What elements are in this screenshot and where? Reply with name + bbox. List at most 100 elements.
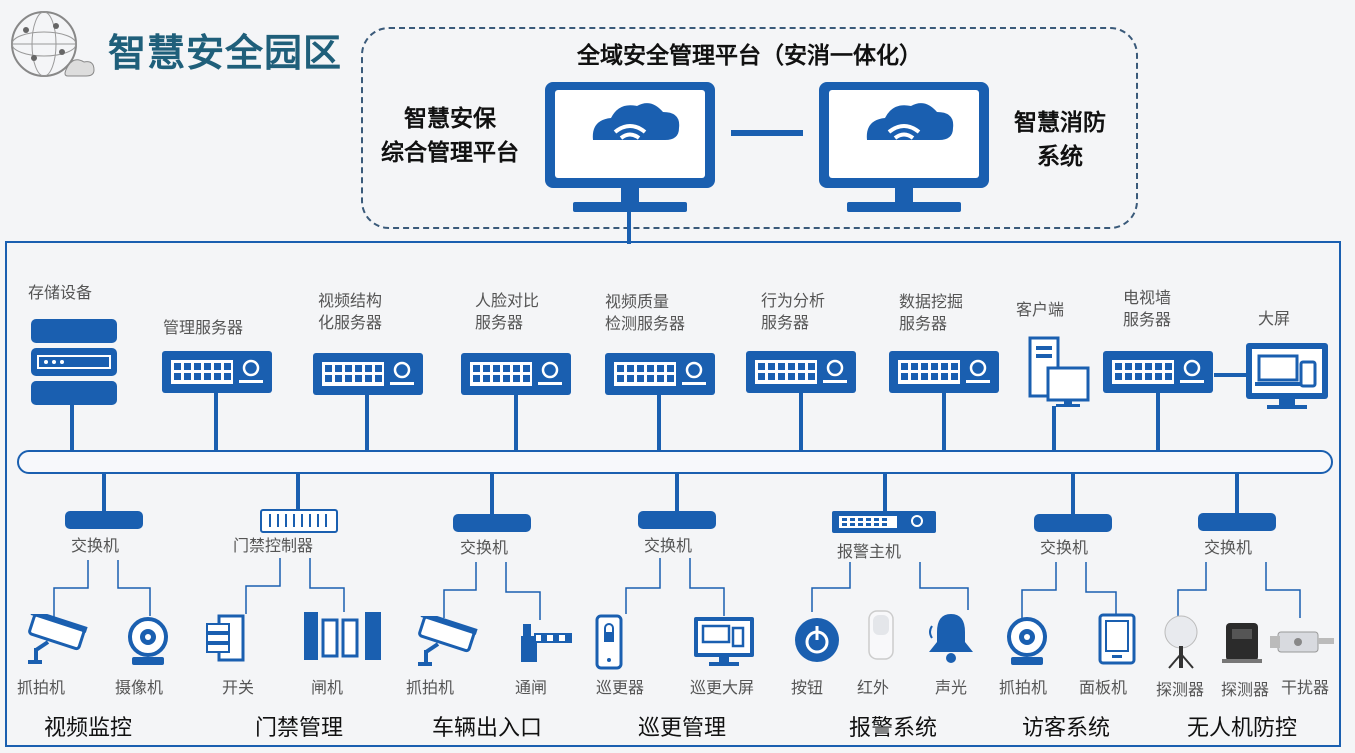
- turnstile-gate-icon: [303, 610, 383, 662]
- video-struct-server-icon: [312, 352, 424, 396]
- platform-title: 全域安全管理平台（安消一体化）: [577, 43, 922, 69]
- gate-door-label: 闸机: [311, 678, 344, 697]
- switch1-bus-line: [102, 474, 106, 514]
- door-controller-icon: [260, 509, 338, 533]
- client-label: 客户端: [1016, 300, 1065, 319]
- platform-group: [361, 27, 1138, 229]
- fire-system-label-line2: 系统: [1037, 144, 1083, 170]
- door-ctrl-bus-line: [296, 474, 300, 512]
- mining-server-icon: [888, 350, 1000, 394]
- video-struct-server-label: 视频结构 化服务器: [318, 290, 382, 334]
- bigscreen-monitor-icon: [1245, 342, 1329, 410]
- switch-1-label: 交换机: [71, 536, 120, 555]
- video-struct-label-line1: 视频结构: [318, 291, 383, 310]
- behavior-bus-line: [799, 393, 803, 451]
- snap-camera-3-label: 抓拍机: [999, 678, 1048, 697]
- mining-label-line1: 数据挖掘: [899, 292, 964, 311]
- security-platform-monitor-icon: [543, 80, 718, 215]
- switch3-bus-line: [675, 474, 679, 514]
- jammer-device-icon: [1268, 624, 1336, 660]
- switch-1-icon: [65, 511, 143, 529]
- tvwall-server-icon: [1102, 350, 1214, 394]
- tvwall-label-line2: 服务器: [1123, 310, 1172, 329]
- alarm-host-icon: [831, 510, 937, 534]
- detector-1-label: 探测器: [1156, 680, 1205, 699]
- sound-light-label: 声光: [935, 678, 968, 697]
- barrier-gate-icon: [517, 618, 573, 664]
- platform-link-line: [731, 130, 803, 136]
- mgmt-server-icon: [161, 350, 273, 394]
- switch-4-icon: [1034, 514, 1112, 532]
- button-label: 按钮: [791, 678, 824, 697]
- mining-bus-line: [942, 393, 946, 451]
- page-title: 智慧安全园区: [108, 31, 343, 75]
- dome-camera-icon: [126, 615, 170, 667]
- tvwall-bus-line: [1156, 393, 1160, 451]
- snap-camera-1-label: 抓拍机: [17, 678, 66, 697]
- fire-system-monitor-icon: [817, 80, 992, 215]
- client-bus-line: [1052, 406, 1056, 451]
- drone-detector-1-icon: [1163, 614, 1199, 670]
- video-struct-label-line2: 化服务器: [318, 313, 383, 332]
- tvwall-server-label: 电视墙 服务器: [1123, 287, 1171, 331]
- behavior-server-icon: [745, 350, 857, 394]
- patrol-screen-label: 巡更大屏: [690, 678, 755, 697]
- quality-label-line2: 检测服务器: [605, 314, 686, 333]
- platform-uplink-line: [627, 212, 631, 244]
- detector-2-label: 探测器: [1221, 680, 1270, 699]
- behavior-server-label: 行为分析 服务器: [761, 290, 825, 334]
- alarm-button-icon: [793, 616, 841, 664]
- mgmt-bus-line: [214, 393, 218, 451]
- patrol-device-icon: [595, 614, 623, 670]
- panel-device-icon: [1098, 613, 1136, 665]
- face-label-line2: 服务器: [475, 313, 524, 332]
- switch-4-label: 交换机: [1040, 538, 1089, 557]
- snap-camera-3-icon: [1005, 615, 1049, 667]
- snap-camera-2-label: 抓拍机: [406, 678, 455, 697]
- bigscreen-label: 大屏: [1258, 309, 1291, 328]
- switch-2-label: 交换机: [460, 538, 509, 557]
- mgmt-server-label: 管理服务器: [163, 318, 244, 337]
- switch5-bus-line: [1235, 474, 1239, 514]
- switch-3-icon: [638, 511, 716, 529]
- security-platform-label: 智慧安保 综合管理平台: [370, 102, 530, 170]
- category-drone: 无人机防控: [1187, 716, 1298, 741]
- switch-panel-icon: [205, 614, 245, 662]
- switch-2-icon: [453, 514, 531, 532]
- switch-3-label: 交换机: [644, 536, 693, 555]
- alarm-host-label: 报警主机: [837, 542, 902, 561]
- infrared-label: 红外: [857, 678, 890, 697]
- mining-label-line2: 服务器: [899, 314, 948, 333]
- patrol-label: 巡更器: [596, 678, 645, 697]
- category-access: 门禁管理: [255, 716, 344, 741]
- door-controller-label: 门禁控制器: [233, 536, 314, 555]
- switch-5-icon: [1198, 513, 1276, 531]
- storage-bus-line: [70, 405, 74, 451]
- security-platform-label-line2: 综合管理平台: [381, 140, 519, 166]
- storage-device-icon: [30, 318, 118, 406]
- fire-system-label: 智慧消防 系统: [1000, 106, 1120, 174]
- jammer-label: 干扰器: [1281, 678, 1330, 697]
- network-bus: [17, 450, 1333, 474]
- mining-server-label: 数据挖掘 服务器: [899, 291, 963, 335]
- switch4-bus-line: [1071, 474, 1075, 516]
- category-alarm: 报警系统: [849, 716, 938, 741]
- client-computer-icon: [1028, 336, 1092, 408]
- camera-label: 摄像机: [115, 678, 164, 697]
- sound-light-alarm-icon: [926, 610, 976, 664]
- face-label-line1: 人脸对比: [475, 291, 540, 310]
- video-struct-bus-line: [365, 395, 369, 451]
- switch-btn-label: 开关: [222, 678, 255, 697]
- quality-label-line1: 视频质量: [605, 292, 670, 311]
- storage-label: 存储设备: [28, 283, 93, 302]
- category-patrol: 巡更管理: [638, 716, 727, 741]
- face-server-label: 人脸对比 服务器: [475, 290, 539, 334]
- patrol-screen-icon: [693, 616, 755, 668]
- face-bus-line: [514, 395, 518, 451]
- switch-5-label: 交换机: [1204, 538, 1253, 557]
- tvwall-label-line1: 电视墙: [1123, 288, 1172, 307]
- category-visitor: 访客系统: [1022, 716, 1111, 741]
- network-frame: [5, 241, 1341, 747]
- snap-camera-2-icon: [414, 616, 480, 668]
- security-platform-label-line1: 智慧安保: [404, 106, 496, 132]
